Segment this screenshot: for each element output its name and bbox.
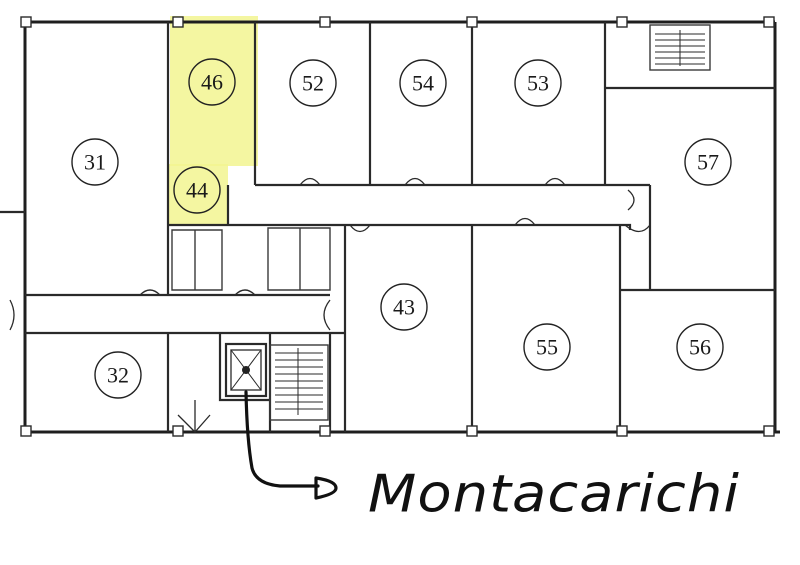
room-32[interactable]: 32 <box>94 351 142 399</box>
highlight-room-44 <box>168 164 228 224</box>
room-54-label: 54 <box>412 71 434 96</box>
doors <box>9 177 651 433</box>
room-32-label: 32 <box>107 363 129 388</box>
elevator-annotation-label: Montacarichi <box>368 464 740 525</box>
outer-wall <box>23 20 780 434</box>
highlight-room-46 <box>170 16 258 166</box>
room-43[interactable]: 43 <box>380 283 428 331</box>
room-57[interactable]: 57 <box>684 138 732 186</box>
annotation-arrowhead <box>314 476 338 500</box>
room-55[interactable]: 55 <box>523 323 571 371</box>
room-54[interactable]: 54 <box>399 59 447 107</box>
room-57-label: 57 <box>697 150 719 175</box>
interior-walls <box>25 22 775 432</box>
room-53-label: 53 <box>527 71 549 96</box>
room-56[interactable]: 56 <box>676 323 724 371</box>
stairs-top-right <box>649 24 711 71</box>
room-46-label: 46 <box>201 70 223 95</box>
annotation-arrow <box>244 390 320 488</box>
room-44-label: 44 <box>186 178 208 203</box>
room-55-label: 55 <box>536 335 558 360</box>
restroom-walls <box>171 227 331 291</box>
room-52-label: 52 <box>302 71 324 96</box>
room-56-label: 56 <box>689 335 711 360</box>
stairs-center <box>269 344 329 421</box>
room-53[interactable]: 53 <box>514 59 562 107</box>
elevator-icon <box>224 342 268 398</box>
room-43-label: 43 <box>393 295 415 320</box>
room-52[interactable]: 52 <box>289 59 337 107</box>
room-31[interactable]: 31 <box>71 138 119 186</box>
room-31-label: 31 <box>84 150 106 175</box>
room-44[interactable]: 44 <box>173 166 221 214</box>
room-46[interactable]: 46 <box>188 58 236 106</box>
pillars <box>20 16 775 437</box>
